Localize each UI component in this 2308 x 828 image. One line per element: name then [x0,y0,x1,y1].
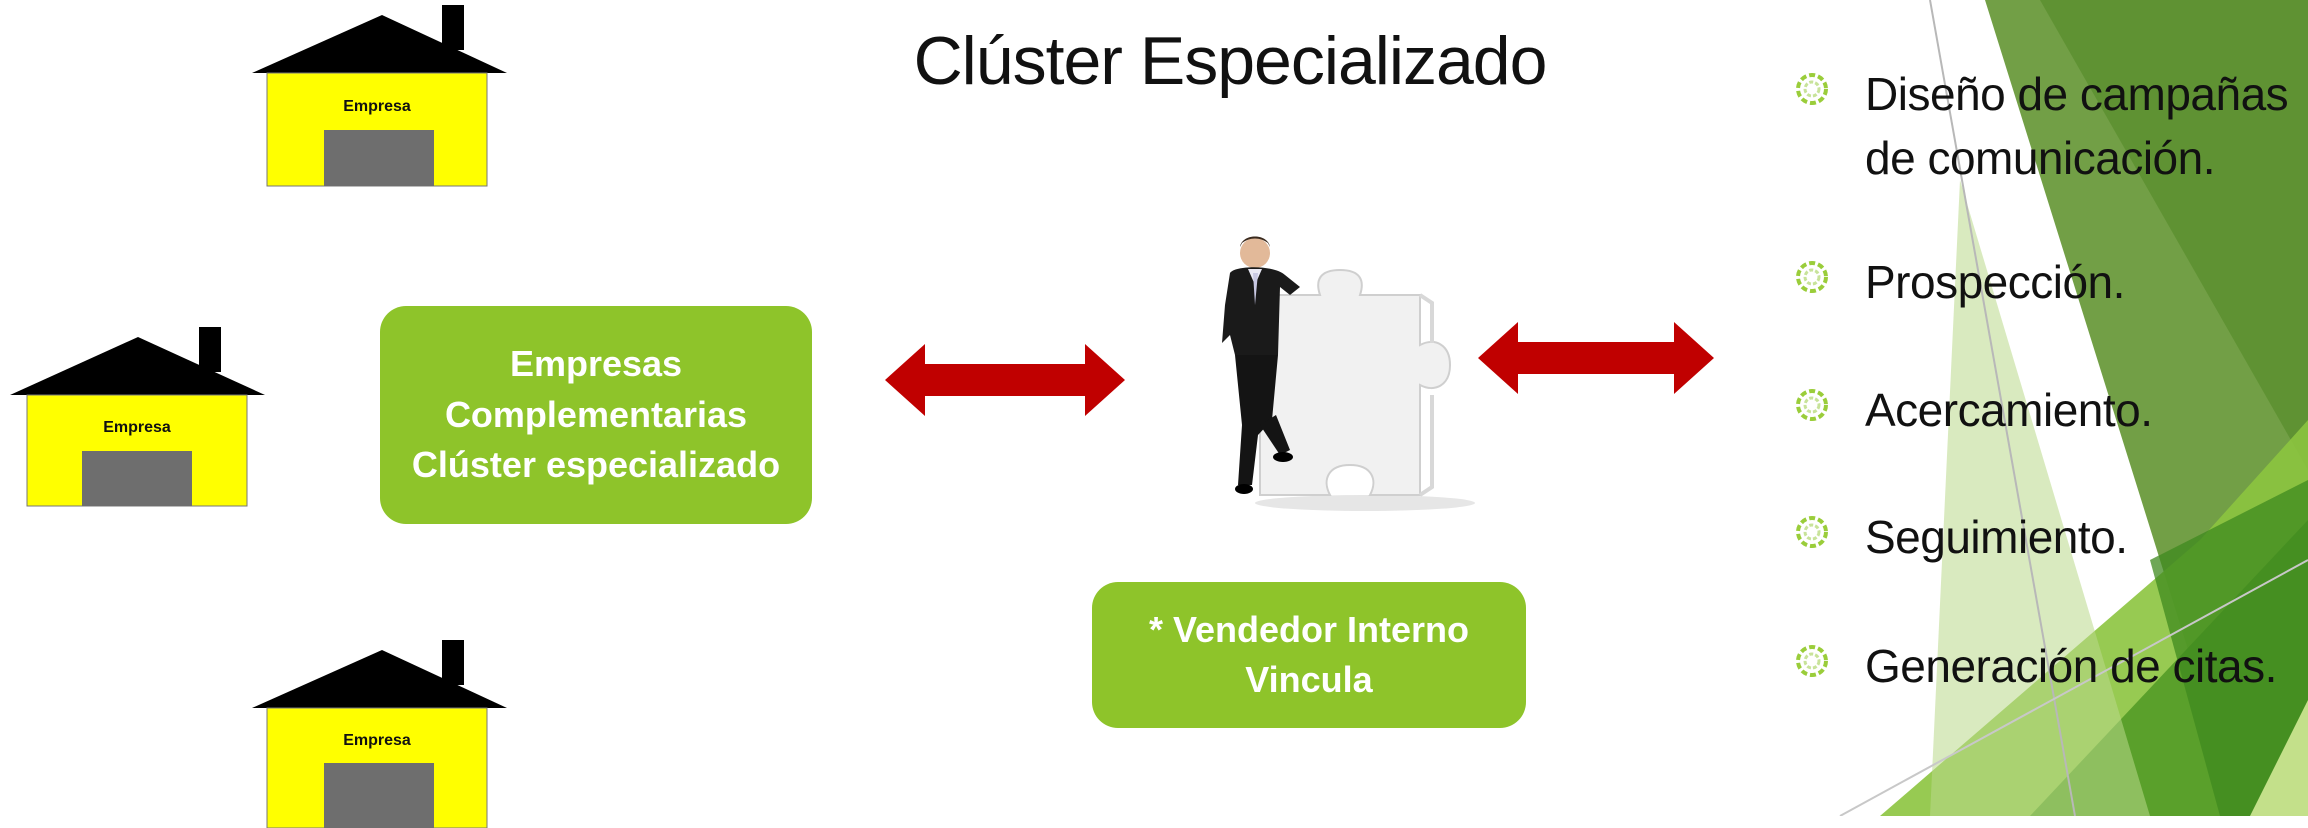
list-item-text: Diseño de campañas de comunicación. [1865,68,2289,184]
house-label: Empresa [103,419,171,436]
list-item-text: Prospección. [1865,256,2125,308]
house-icon [252,5,507,187]
company-house-top: Empresa [252,5,512,195]
list-item-text: Generación de citas. [1865,640,2277,692]
vendor-box-line: Vincula [1245,659,1373,700]
swirl-bullet-icon [1796,73,1828,105]
company-house-middle: Empresa [10,327,270,517]
cluster-box-line: Complementarias [444,393,748,435]
list-item: Acercamiento. [1795,378,2153,442]
house-label: Empresa [343,732,411,749]
list-item: Diseño de campañas de comunicación. [1795,62,2289,190]
swirl-bullet-icon [1796,389,1828,421]
page-title: Clúster Especializado [913,23,1548,99]
vendor-box-line: * Vendedor Interno [1148,608,1470,650]
swirl-bullet-icon [1796,261,1828,293]
house-label: Empresa [343,98,411,115]
list-item: Seguimiento. [1795,505,2128,569]
double-arrow-right [1478,322,1714,394]
cluster-box: Empresas Complementarias Clúster especia… [380,306,812,524]
businessman-puzzle-icon [1222,236,1475,511]
list-item: Generación de citas. [1795,634,2277,698]
list-item-text: Seguimiento. [1865,511,2128,563]
cluster-box-line: Clúster especializado [411,444,781,486]
double-arrow-left [885,344,1125,416]
swirl-bullet-icon [1796,516,1828,548]
cluster-box-line: Empresas [509,343,683,385]
company-house-bottom: Empresa [252,638,512,828]
vendor-box: * Vendedor Interno Vincula [1092,582,1526,728]
house-icon [10,327,265,507]
swirl-bullet-icon [1796,645,1828,677]
list-item-text: Acercamiento. [1865,384,2153,436]
list-item: Prospección. [1795,250,2125,314]
